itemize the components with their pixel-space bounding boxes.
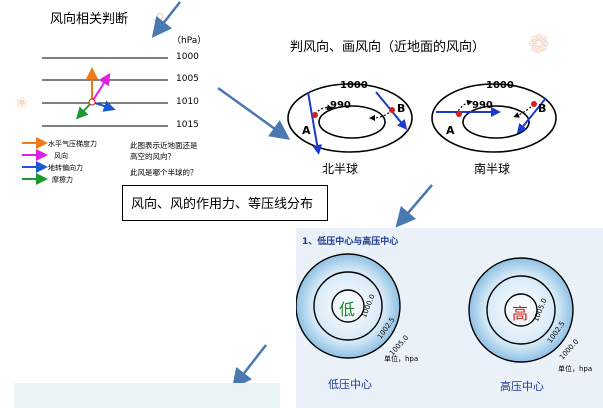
low-unit-label: 单位，hpa xyxy=(384,355,419,363)
question-line-1: 此图表示近地面还是 xyxy=(130,141,198,150)
north-outer-isobar xyxy=(287,83,413,153)
south-point-b-dot xyxy=(531,101,537,107)
legend-label-coriolis: 地转偏向力 xyxy=(48,164,83,172)
low-ring-outer xyxy=(296,253,401,359)
caption-box: 风向、风的作用力、等压线分布 xyxy=(122,185,328,221)
isobar-label-1010: 1010 xyxy=(176,97,199,107)
north-point-a-dot xyxy=(312,112,318,118)
high-ring-mid xyxy=(486,275,556,345)
north-point-b-label: B xyxy=(397,102,406,115)
bottom-slide-fragment xyxy=(14,383,280,408)
watermark-glyph-right: ❁ xyxy=(528,30,550,60)
high-pressure-label: 高压中心 xyxy=(500,380,544,393)
south-point-a-label: A xyxy=(446,124,455,137)
north-point-b-dot xyxy=(389,107,395,113)
high-unit-label: 单位，hpa xyxy=(558,365,593,373)
north-point-a-label: A xyxy=(302,124,311,137)
flow-arrow-to-right xyxy=(217,86,291,140)
low-ring-inner xyxy=(331,289,365,323)
south-point-b-label: B xyxy=(538,102,547,115)
low-pressure-label: 低压中心 xyxy=(328,378,372,391)
panel-heading: 1、低压中心与高压中心 xyxy=(302,237,399,247)
south-hemisphere-diagram xyxy=(431,83,557,153)
low-pressure-rings xyxy=(296,253,401,359)
pressure-center-panel: 1、低压中心与高压中心 低 高 1000.0 1002.5 1005.0 100… xyxy=(296,228,603,408)
flow-arrow-bottom xyxy=(231,344,267,389)
isobar-label-1000: 1000 xyxy=(176,52,199,62)
north-hemisphere-label: 北半球 xyxy=(322,162,359,176)
south-wind-b xyxy=(516,97,547,134)
north-isobar-1000-label: 1000 xyxy=(340,80,368,91)
flow-arrow-to-panel xyxy=(395,184,433,228)
wind-judgment-title: 风向相关判断 xyxy=(50,12,129,27)
draw-wind-title: 判风向、画风向（近地面的风向） xyxy=(290,40,486,55)
legend-label-pressure: 水平气压梯度力 xyxy=(48,140,97,148)
legend-label-friction: 摩擦力 xyxy=(52,176,73,184)
wind-direction-arrow xyxy=(91,72,111,103)
low-ring-mid xyxy=(313,271,383,341)
watermark-glyph-left: ❀ xyxy=(16,95,28,111)
south-isobar-1000-label: 1000 xyxy=(486,80,514,91)
south-isobar-990-label: 990 xyxy=(472,100,493,111)
high-ring-outer xyxy=(468,257,574,363)
isobar-label-1015: 1015 xyxy=(176,120,199,130)
force-origin-point xyxy=(88,98,96,106)
legend-arrows xyxy=(22,137,48,185)
pressure-rings-svg xyxy=(296,253,574,363)
legend-label-wind: 风向 xyxy=(54,152,68,160)
isobar-unit-label: （hPa） xyxy=(172,36,207,46)
isobar-label-1005: 1005 xyxy=(176,74,199,84)
south-outer-isobar xyxy=(431,83,557,153)
flow-arrows xyxy=(151,1,433,389)
low-center-glyph: 低 xyxy=(339,300,356,319)
south-inner-isobar xyxy=(462,105,530,139)
high-ring-inner xyxy=(504,293,538,327)
south-hemisphere-label: 南半球 xyxy=(474,162,511,176)
north-wind-a xyxy=(307,91,323,155)
flow-arrow-top xyxy=(151,1,181,38)
question-line-2: 高空的风向？ xyxy=(130,152,175,161)
north-inner-isobar xyxy=(318,105,386,139)
caption-text: 风向、风的作用力、等压线分布 xyxy=(131,197,314,212)
high-pressure-rings xyxy=(468,257,574,363)
isobar-lines xyxy=(42,57,168,127)
question-line-3: 此风是哪个半球的？ xyxy=(130,168,198,177)
high-center-glyph: 高 xyxy=(512,304,529,323)
north-isobar-990-label: 990 xyxy=(330,100,351,111)
south-point-a-dot xyxy=(456,111,462,117)
force-arrows xyxy=(75,67,116,120)
north-hemisphere-diagram xyxy=(287,83,413,155)
